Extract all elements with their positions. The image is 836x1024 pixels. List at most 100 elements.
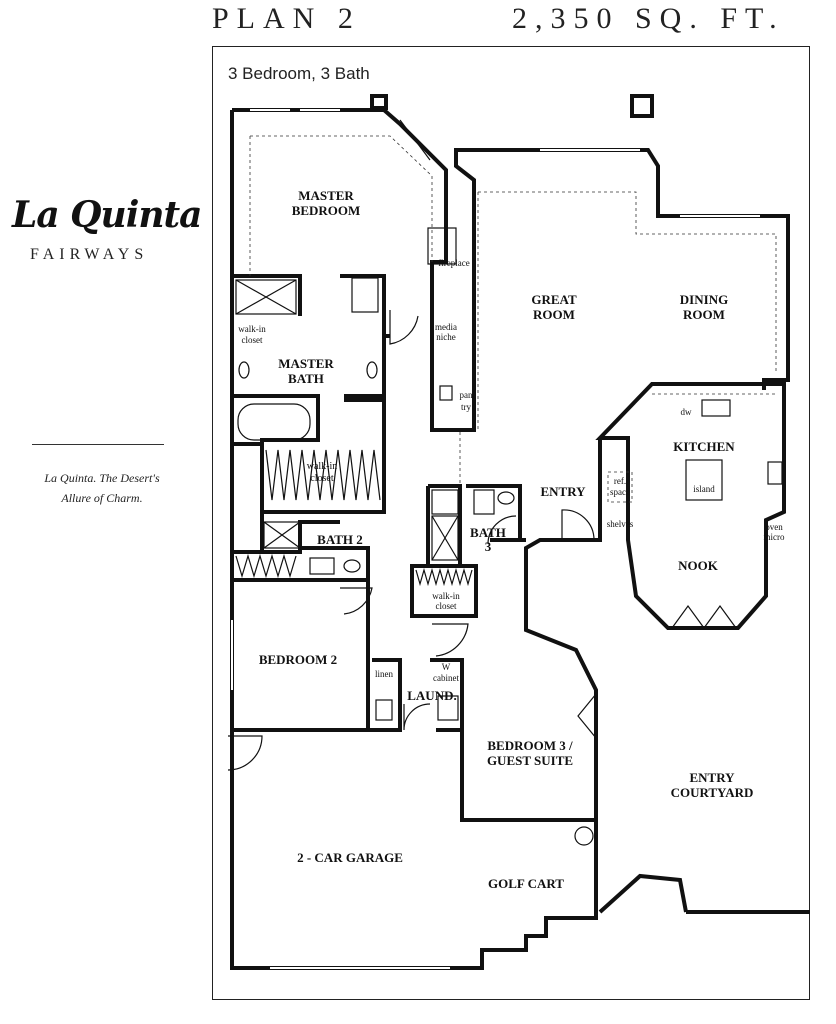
door-swing (487, 515, 517, 545)
interior-wall (232, 512, 264, 554)
cooktop-icon (767, 461, 783, 485)
door-swing (403, 703, 431, 731)
label-media-niche-2: niche (436, 332, 456, 342)
closet-shelving (235, 553, 297, 579)
label-dishwasher: dw (681, 407, 693, 417)
entry-courtyard-2: COURTYARD (671, 785, 754, 800)
room-bath-3-2: 3 (485, 539, 492, 554)
label-walkin-closet-bath3-1: walk-in (432, 591, 460, 601)
tagline-line-1: La Quinta. The Desert's (44, 471, 160, 485)
label-w-cabinet-2: cabinet (433, 673, 459, 683)
toilet-icon (351, 277, 379, 313)
water-heater-icon (375, 699, 393, 721)
courtyard-door-icon (577, 693, 597, 739)
label-media-niche-1: media (435, 322, 457, 332)
room-garage: 2 - CAR GARAGE (297, 850, 403, 865)
kitchen-nook-wall (595, 382, 786, 630)
tagline-line-2: Allure of Charm. (61, 491, 143, 505)
label-walkin-closet-2: closet (242, 335, 263, 345)
linen-shelf-icon (431, 489, 459, 515)
vent-square-icon (370, 94, 388, 110)
interior-wall (410, 564, 478, 618)
interior-wall (372, 658, 402, 730)
shower-icon (235, 279, 297, 315)
room-entry: ENTRY (540, 484, 586, 499)
room-dining-room-2: ROOM (683, 307, 725, 322)
courtyard-wall (598, 873, 688, 914)
label-w-cabinet-1: W (442, 662, 451, 672)
plan-frame (212, 46, 810, 1000)
label-island: island (693, 484, 715, 494)
label-oven-micro-1: oven (765, 522, 783, 532)
exterior-wall (230, 438, 602, 970)
room-laundry: LAUND. (407, 688, 456, 703)
room-bedroom-3-2: GUEST SUITE (487, 753, 573, 768)
ceiling-outline (250, 135, 433, 262)
logo-name: La Quinta (12, 194, 203, 236)
fireplace-icon (427, 227, 457, 265)
closet-shelving (265, 449, 381, 501)
sink-icon (343, 559, 361, 573)
room-master-bath-2: BATH (288, 371, 324, 386)
door-swing (399, 119, 431, 161)
interior-wall (230, 396, 262, 446)
shower-icon (431, 515, 459, 561)
toilet-icon (309, 557, 335, 575)
tagline: La Quinta. The Desert's Allure of Charm. (32, 468, 172, 508)
room-kitchen: KITCHEN (673, 439, 735, 454)
garage-door-swing (227, 735, 263, 771)
room-bath-3-1: BATH (470, 525, 506, 540)
interior-wall (366, 580, 402, 732)
shower-icon (263, 521, 301, 549)
label-ref-space-1: ref. (614, 476, 626, 486)
room-master-bedroom-1: MASTER (298, 188, 354, 203)
room-master-bath-1: MASTER (278, 356, 334, 371)
stove-icon (701, 399, 731, 417)
nook-door-icon (703, 604, 737, 629)
interior-wall (232, 336, 386, 514)
fridge-space-icon (607, 471, 633, 503)
room-master-bedroom-2: BEDROOM (292, 203, 361, 218)
bathtub-icon (237, 403, 311, 441)
square-footage: 2,350 SQ. FT. (512, 2, 785, 35)
label-oven-micro-2: micro (764, 532, 785, 542)
label-walkin-closet-master-1: walk-in (307, 461, 338, 472)
ceiling-outline (478, 191, 777, 374)
golf-cart-area: GOLF CART (488, 876, 564, 891)
room-bedroom-3-1: BEDROOM 3 / (487, 738, 573, 753)
room-dining-room-1: DINING (680, 292, 728, 307)
door-swing (432, 623, 469, 657)
room-bedroom-2: BEDROOM 2 (259, 652, 337, 667)
interior-wall (466, 484, 522, 540)
label-walkin-closet-1: walk-in (238, 324, 266, 334)
label-walkin-closet-master-2: closet (310, 473, 334, 484)
kitchen-island-icon (685, 459, 723, 501)
door-swing (389, 310, 419, 345)
water-heater-icon (574, 826, 594, 846)
plan-title: PLAN 2 (212, 2, 361, 35)
pantry-icon (439, 385, 453, 401)
label-fireplace: fireplace (438, 258, 469, 268)
label-pantry-2: try (461, 402, 471, 412)
bed-bath-subtitle: 3 Bedroom, 3 Bath (228, 64, 370, 83)
room-bath-2: BATH 2 (317, 532, 363, 547)
logo-subtitle: FAIRWAYS (30, 246, 149, 263)
closet-shelving (415, 567, 473, 587)
toilet-icon (473, 489, 495, 515)
washer-icon (437, 695, 459, 721)
label-shelves: shelves (607, 519, 634, 529)
vent-square-icon (630, 94, 654, 118)
sink-icon (366, 361, 378, 379)
room-great-room-1: GREAT (531, 292, 577, 307)
interior-wall (460, 690, 596, 822)
label-walkin-closet-bath3-2: closet (436, 601, 457, 611)
interior-wall (340, 274, 390, 338)
label-ref-space-2: space (610, 487, 630, 497)
nook-door-icon (671, 604, 705, 629)
room-great-room-2: ROOM (533, 307, 575, 322)
divider (32, 444, 164, 445)
entry-door-swing (561, 509, 595, 541)
entry-courtyard-1: ENTRY (689, 770, 735, 785)
label-linen: linen (375, 669, 393, 679)
